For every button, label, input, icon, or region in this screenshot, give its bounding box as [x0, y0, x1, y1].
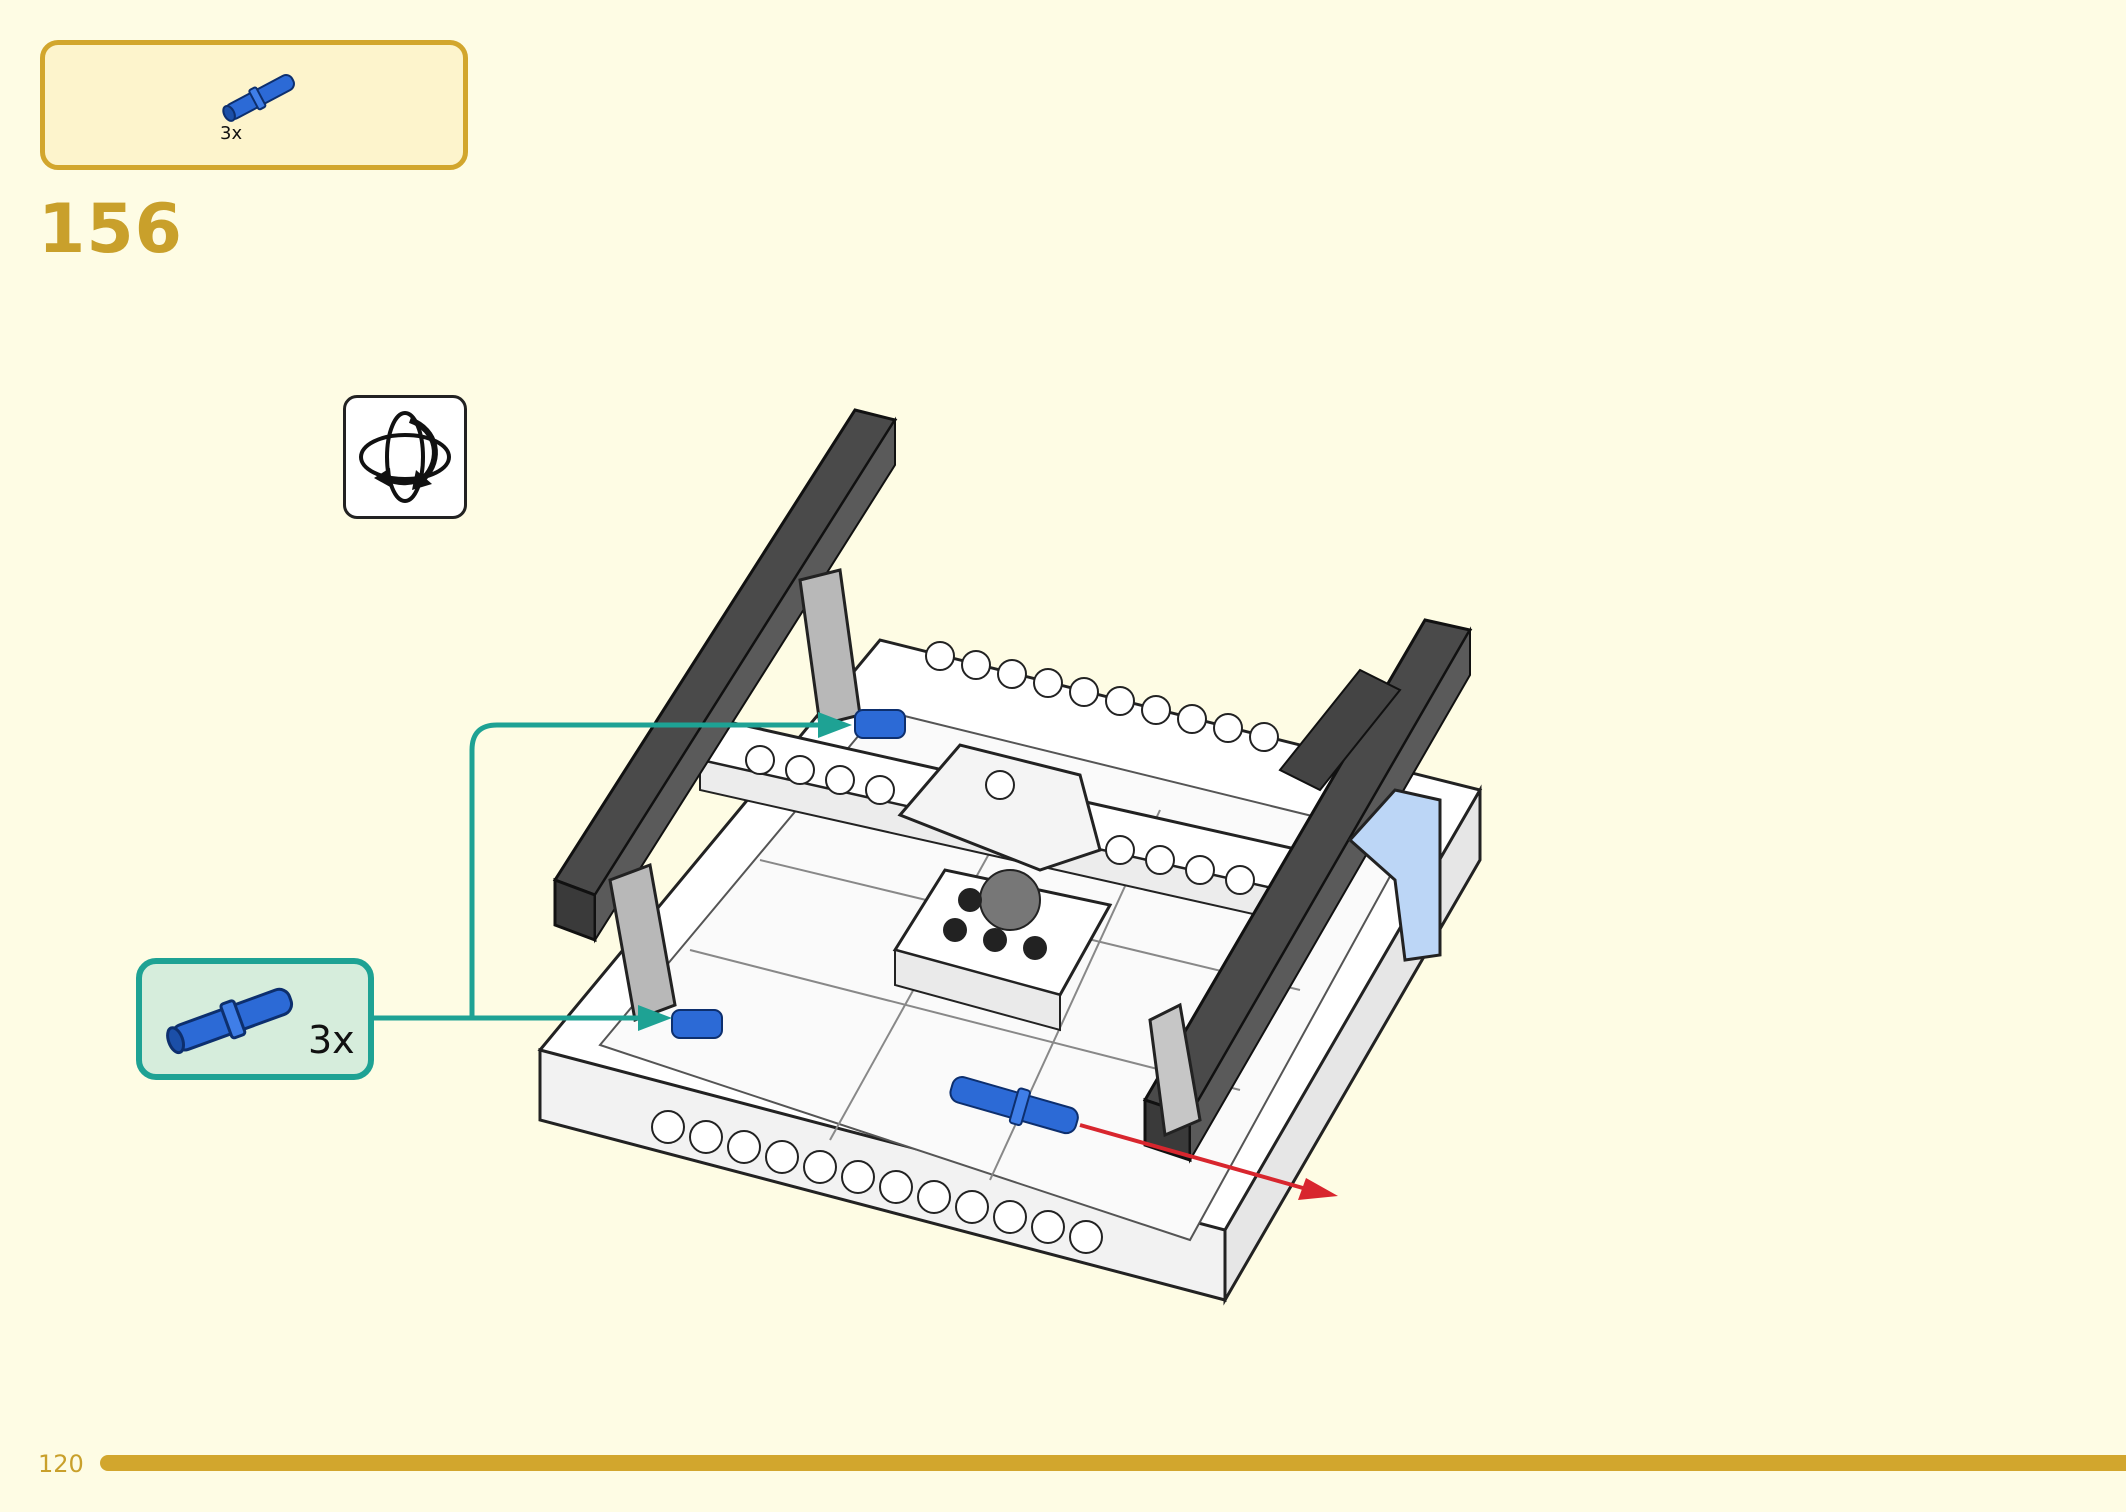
installed-blue-pins: [671, 709, 1079, 1135]
left-dark-beam: [552, 408, 898, 944]
rotate-model-icon: [343, 395, 467, 519]
red-insert-arrow: [1079, 1123, 1338, 1200]
page-number: 120: [38, 1450, 84, 1478]
callout-arrowhead-bottom: [638, 1005, 672, 1031]
blue-connector-pin-icon: [166, 987, 294, 1055]
light-blue-part: [1347, 788, 1442, 962]
rotate-arrows-icon: [359, 411, 451, 503]
sub-assembly-callout: 3x: [136, 958, 374, 1080]
footer-progress-bar: [100, 1455, 2126, 1471]
back-hole-row: [925, 641, 1279, 752]
gray-liftarms: [608, 568, 1202, 1138]
callout-connector-lines: [374, 722, 820, 1021]
center-block: [892, 743, 1113, 1032]
blue-connector-pin-icon: [222, 74, 295, 122]
right-dark-beam: [1142, 618, 1473, 1164]
callout-quantity: 3x: [308, 1018, 355, 1062]
step-number: 156: [38, 190, 183, 269]
callout-arrowhead-top: [818, 712, 852, 738]
parts-quantity: 3x: [220, 123, 243, 144]
front-hole-row: [651, 1110, 1103, 1254]
parts-list-box: 3x: [40, 40, 468, 170]
